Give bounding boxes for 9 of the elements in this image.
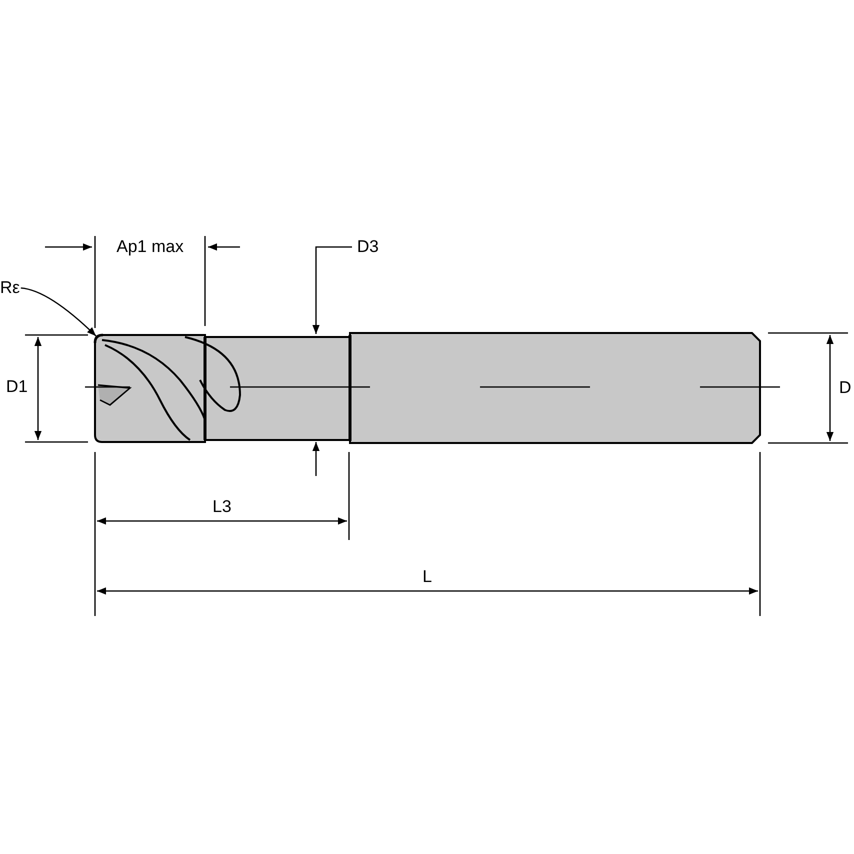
dimension-label: D [839, 378, 852, 398]
dimension-label: D1 [6, 377, 28, 397]
dimension-label: L [422, 567, 432, 587]
dimension-label: Ap1 max [116, 237, 184, 257]
callout-label: Rε [0, 278, 20, 298]
dimension-label: L3 [212, 497, 232, 517]
dimension-label: D3 [357, 237, 379, 257]
leader-line [20, 287, 96, 336]
cutting-corner [94, 334, 104, 344]
